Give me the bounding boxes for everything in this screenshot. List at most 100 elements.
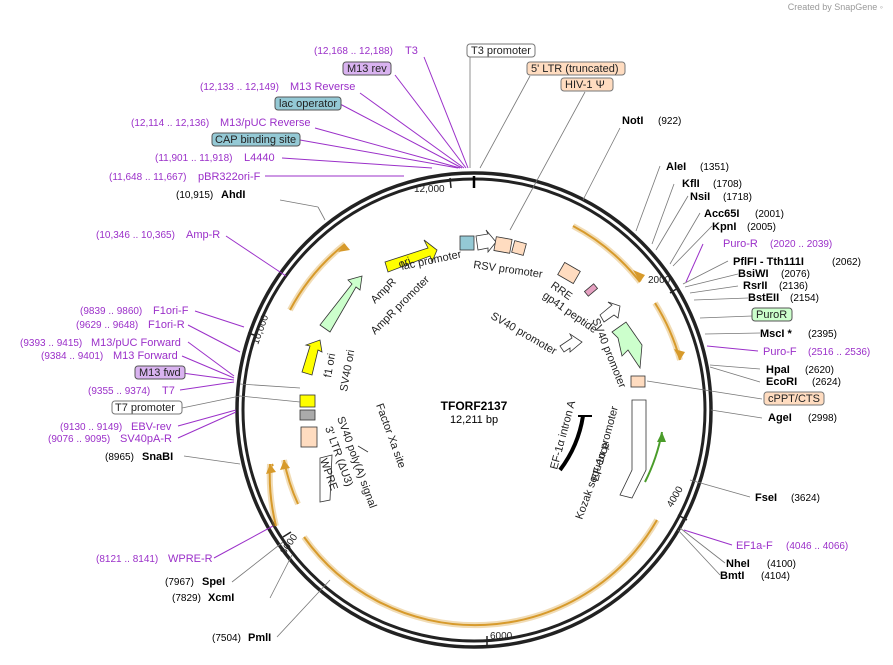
ef1a-promoter-arrow bbox=[619, 399, 647, 499]
wprer-position: (8121 .. 8141) bbox=[96, 554, 158, 565]
m13puc-rev-label: M13/pUC Reverse bbox=[220, 117, 310, 129]
lac-promoter-stripes bbox=[459, 235, 475, 251]
m13puc-fwd-label: M13/pUC Forward bbox=[91, 337, 181, 349]
snabi-label: SnaBI bbox=[142, 451, 173, 463]
m13forward-position: (9384 .. 9401) bbox=[41, 351, 103, 362]
kpni-position: (2005) bbox=[747, 222, 776, 233]
ampr-label: AmpR bbox=[369, 276, 399, 306]
l4440-label: L4440 bbox=[244, 152, 275, 164]
sv40pa-position: (9076 .. 9095) bbox=[48, 434, 110, 445]
sv40-promoter-arrow-right bbox=[599, 301, 621, 323]
wprer-label: WPRE-R bbox=[168, 553, 213, 565]
orf-arrowhead-6 bbox=[657, 432, 666, 442]
cap-site-label: CAP binding site bbox=[215, 134, 296, 146]
inner-features bbox=[299, 229, 647, 503]
bsiwi-position: (2076) bbox=[781, 269, 810, 280]
t3-promoter-box bbox=[466, 43, 536, 58]
ebv-label: EBV-rev bbox=[131, 421, 172, 433]
sv40ori-box bbox=[299, 394, 316, 408]
snapgene-credit: Created by SnapGene ◦ bbox=[787, 2, 883, 12]
rsrii-position: (2136) bbox=[779, 281, 808, 292]
ef1af-position: (4046 .. 4066) bbox=[786, 541, 848, 552]
noti-label: NotI bbox=[622, 115, 643, 127]
nhei-label: NheI bbox=[726, 558, 750, 570]
orf-arrowhead-5 bbox=[280, 460, 290, 470]
tick-6000: 6000 bbox=[490, 631, 513, 642]
puror-arrow bbox=[611, 321, 643, 370]
rsrii-label: RsrII bbox=[743, 280, 767, 292]
xcmi-label: XcmI bbox=[208, 592, 234, 604]
wpre-box bbox=[319, 454, 333, 503]
hpai-position: (2620) bbox=[805, 365, 834, 376]
alei-label: AleI bbox=[666, 161, 686, 173]
f1orif-position: (9839 .. 9860) bbox=[80, 306, 142, 317]
pbr322-label: pBR322ori-F bbox=[198, 171, 261, 183]
t3-position: (12,168 .. 12,188) bbox=[314, 46, 393, 57]
bmti-label: BmtI bbox=[720, 570, 744, 582]
ampr-arrow bbox=[319, 275, 363, 333]
rsv-promoter-label: RSV promoter bbox=[473, 259, 544, 281]
ampr-primer-position: (10,346 .. 10,365) bbox=[96, 230, 175, 241]
agei-position: (2998) bbox=[808, 413, 837, 424]
snapgene-logo-icon: ◦ bbox=[879, 2, 883, 12]
msci-label: MscI * bbox=[760, 328, 793, 340]
t7-promoter-label: T7 promoter bbox=[115, 402, 175, 414]
m13rev-label: M13 rev bbox=[347, 63, 387, 75]
pflfi-position: (2062) bbox=[832, 257, 861, 268]
sv40ori-label: SV40 ori bbox=[338, 349, 357, 393]
pbr322-position: (11,648 .. 11,667) bbox=[109, 172, 186, 183]
bsteii-label: BstEII bbox=[748, 292, 779, 304]
ebv-position: (9130 .. 9149) bbox=[60, 422, 122, 433]
pmli-position: (7504) bbox=[212, 633, 241, 644]
orf-arrowhead-1 bbox=[633, 270, 645, 282]
ltr3-box bbox=[300, 426, 318, 448]
nsii-label: NsiI bbox=[690, 191, 710, 203]
lac-operator-label: lac operator bbox=[279, 98, 337, 110]
msci-position: (2395) bbox=[808, 329, 837, 340]
pflfi-label: PflFI - Tth111I bbox=[733, 256, 804, 268]
cppt-label-box bbox=[763, 391, 825, 406]
ltr5-label: 5' LTR (truncated) bbox=[531, 63, 618, 75]
kfli-label: KflI bbox=[682, 178, 700, 190]
orf-arrowhead-2 bbox=[674, 349, 685, 360]
orf-arrowhead-3 bbox=[338, 244, 350, 252]
l4440-position: (11,901 .. 11,918) bbox=[155, 153, 232, 164]
hiv-psi-label: HIV-1 Ψ bbox=[565, 79, 605, 91]
tick-12000: 12,000 bbox=[414, 184, 445, 195]
gray-leader-lines bbox=[181, 57, 763, 638]
kozak-label: Kozak sequence bbox=[574, 440, 613, 521]
nhei-position: (4100) bbox=[767, 559, 796, 570]
m13puc-fwd-position: (9393 .. 9415) bbox=[20, 338, 82, 349]
factor-xa-label: Factor Xa site bbox=[373, 402, 407, 470]
bmti-position: (4104) bbox=[761, 571, 790, 582]
ltr5-box bbox=[526, 61, 626, 76]
m13fwd-label: M13 fwd bbox=[139, 367, 181, 379]
rsv-box bbox=[493, 236, 513, 254]
nsii-position: (1718) bbox=[723, 192, 752, 203]
puror-primer-label: Puro-R bbox=[723, 238, 758, 250]
ef1a-intron-label: EF-1α intron A bbox=[548, 399, 578, 471]
t3-promoter-label: T3 promoter bbox=[471, 45, 531, 57]
acc65i-position: (2001) bbox=[755, 209, 784, 220]
hiv-psi-box-label bbox=[560, 77, 614, 92]
orf-arrowhead-4 bbox=[266, 464, 276, 474]
sv40pa-label: SV40pA-R bbox=[120, 433, 172, 445]
tick-10000: 10,000 bbox=[250, 313, 271, 346]
ahdi-position: (10,915) bbox=[176, 190, 213, 201]
factor-xa-mark bbox=[357, 445, 369, 453]
t3-label: T3 bbox=[405, 45, 418, 57]
cppt-label: cPPT/CTS bbox=[768, 393, 820, 405]
rre-box bbox=[557, 261, 581, 285]
t7-position: (9355 .. 9374) bbox=[88, 386, 150, 397]
ef1a-intron-arc bbox=[558, 415, 585, 472]
sv40-promoter-a-label: SV40 promoter bbox=[489, 310, 559, 358]
ecori-position: (2624) bbox=[812, 377, 841, 388]
spei-label: SpeI bbox=[202, 576, 225, 588]
plasmid-length: 12,211 bp bbox=[450, 414, 498, 426]
alei-position: (1351) bbox=[700, 162, 729, 173]
m13forward-label: M13 Forward bbox=[113, 350, 178, 362]
m13rev-box bbox=[342, 61, 392, 76]
snabi-position: (8965) bbox=[105, 452, 134, 463]
